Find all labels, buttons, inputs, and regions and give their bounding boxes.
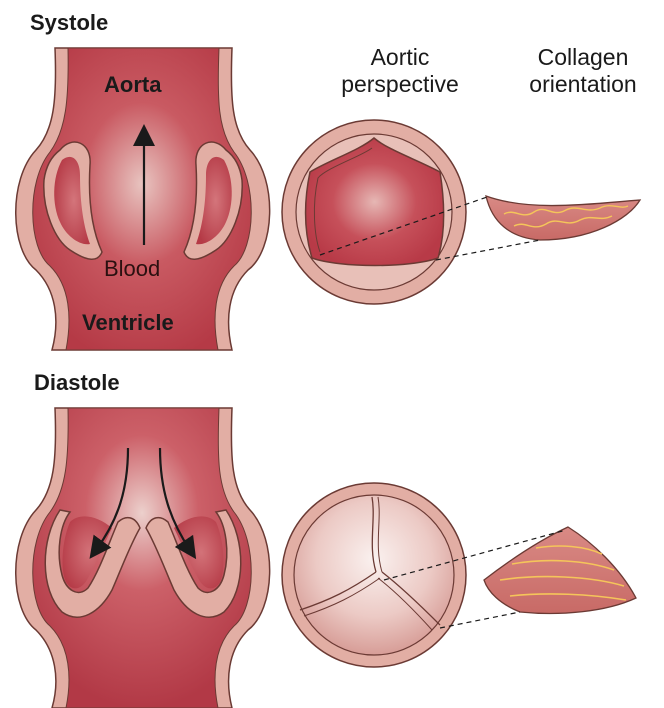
collagen-orientation-line1: Collagen	[505, 44, 661, 71]
diastole-title: Diastole	[34, 370, 120, 396]
ventricle-label: Ventricle	[82, 310, 174, 336]
aortic-perspective-header: Aortic perspective	[322, 44, 478, 98]
closed-valve-inner-ring	[294, 495, 454, 655]
collagen-orientation-line2: orientation	[505, 71, 661, 98]
aorta-label: Aorta	[104, 72, 161, 98]
systole-title: Systole	[30, 10, 108, 36]
diastole-collagen-leaflet	[484, 527, 636, 613]
collagen-orientation-header: Collagen orientation	[505, 44, 661, 98]
blood-label: Blood	[104, 256, 160, 282]
aortic-perspective-line1: Aortic	[322, 44, 478, 71]
closed-valve-view	[282, 483, 466, 667]
aortic-perspective-line2: perspective	[322, 71, 478, 98]
diastole-vessel	[16, 408, 270, 708]
open-valve-view	[282, 120, 466, 304]
systole-leaflet-shape	[486, 196, 640, 240]
systole-collagen-leaflet	[486, 196, 640, 240]
